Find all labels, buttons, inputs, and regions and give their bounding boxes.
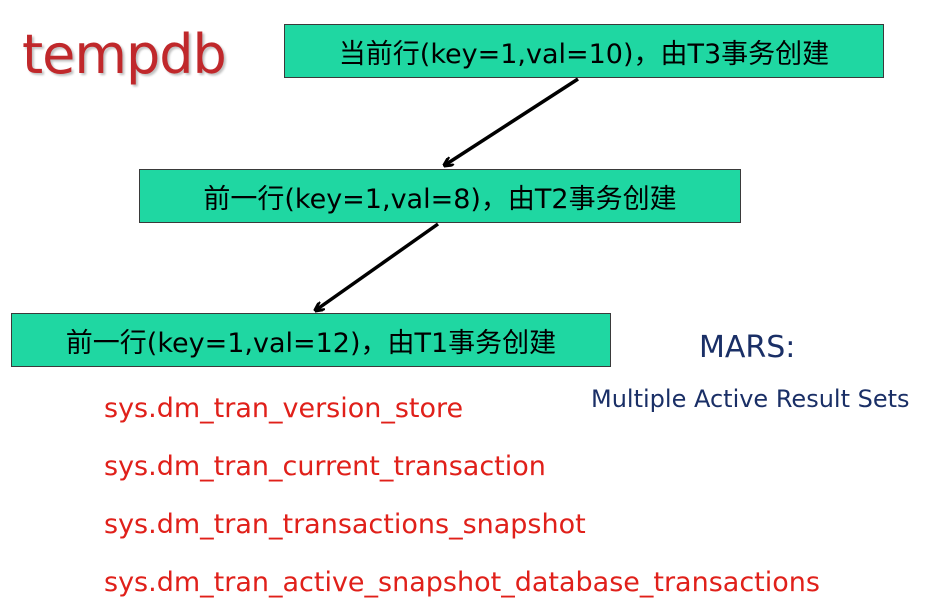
arrow-t3-to-t2 [445, 77, 579, 165]
version-row-t3: 当前行(key=1,val=10)，由T3事务创建 [284, 24, 884, 78]
version-row-t1-label: 前一行(key=1,val=12)，由T1事务创建 [65, 327, 557, 359]
version-row-t2-label: 前一行(key=1,val=8)，由T2事务创建 [203, 183, 677, 215]
dmv-current-transaction: sys.dm_tran_current_transaction [104, 451, 546, 482]
mars-subtitle: Multiple Active Result Sets [591, 385, 910, 413]
version-row-t1: 前一行(key=1,val=12)，由T1事务创建 [11, 313, 611, 367]
dmv-active-snapshot-db-transactions: sys.dm_tran_active_snapshot_database_tra… [104, 567, 820, 598]
dmv-version-store: sys.dm_tran_version_store [104, 393, 464, 424]
slide-title: tempdb [22, 23, 227, 86]
arrow-t2-to-t1 [316, 222, 440, 310]
dmv-transactions-snapshot: sys.dm_tran_transactions_snapshot [104, 509, 586, 540]
version-row-t3-label: 当前行(key=1,val=10)，由T3事务创建 [338, 38, 830, 70]
version-row-t2: 前一行(key=1,val=8)，由T2事务创建 [139, 169, 741, 223]
mars-heading: MARS: [699, 330, 796, 365]
